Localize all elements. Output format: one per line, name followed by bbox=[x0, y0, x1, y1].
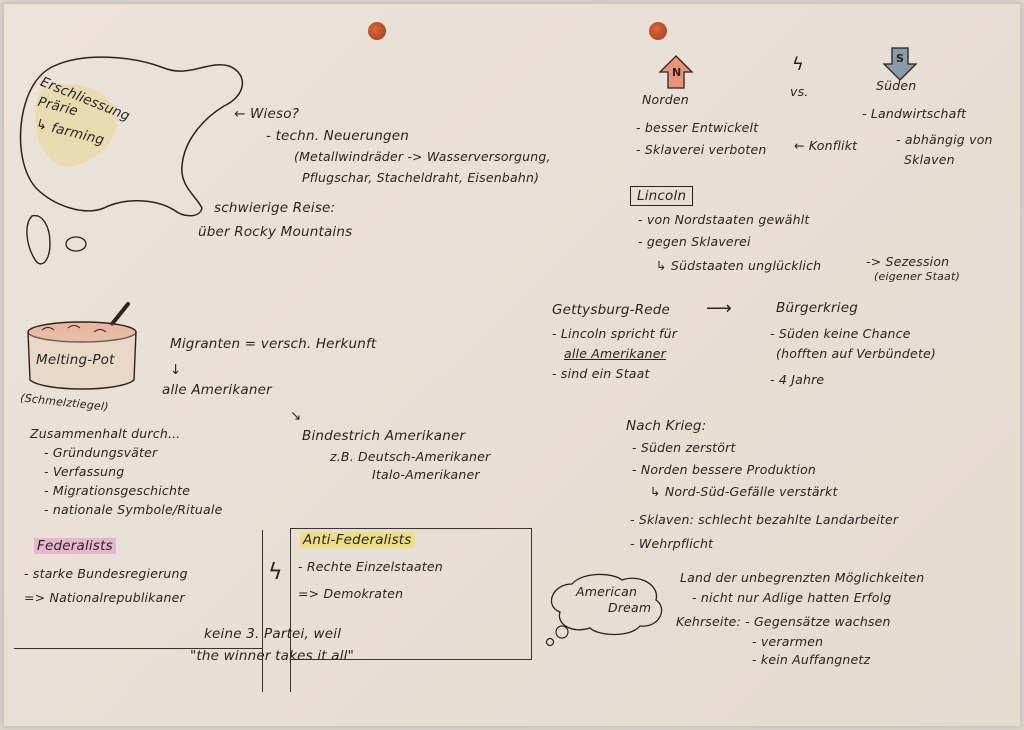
south-arrow-icon bbox=[882, 47, 918, 81]
north-arrow-icon bbox=[658, 55, 694, 89]
dream-line-2: - nicht nur Adlige hatten Erfolg bbox=[692, 590, 892, 605]
north-badge: N bbox=[672, 66, 682, 79]
nach-krieg-item-1: - Süden zerstört bbox=[632, 440, 736, 455]
dream-line-1: Land der unbegrenzten Möglichkeiten bbox=[680, 570, 925, 585]
nach-krieg-item-3: ↳ Nord-Süd-Gefälle verstärkt bbox=[650, 484, 838, 499]
nach-krieg-item-5: - Wehrpflicht bbox=[630, 536, 714, 551]
cloud-label-2: Dream bbox=[608, 600, 652, 615]
zusammenhalt-item-3: - Migrationsgeschichte bbox=[44, 483, 191, 498]
zb-line-2: Italo-Amerikaner bbox=[372, 467, 480, 482]
gettysburg-title: Gettysburg-Rede bbox=[552, 302, 671, 318]
zusammenhalt-item-1: - Gründungsväter bbox=[44, 445, 158, 460]
anti-federalists-item-1: - Rechte Einzelstaaten bbox=[298, 559, 443, 574]
vs-label: vs. bbox=[790, 84, 809, 99]
south-item-2: - abhängig von bbox=[896, 132, 993, 147]
south-badge: S bbox=[896, 52, 905, 65]
lincoln-title: Lincoln bbox=[630, 186, 694, 206]
wieso-line-1: - techn. Neuerungen bbox=[266, 128, 410, 144]
anti-federalists-title-text: Anti-Federalists bbox=[300, 532, 415, 548]
krieg-item-2: (hofften auf Verbündete) bbox=[776, 346, 937, 361]
melting-pot-label: Melting-Pot bbox=[36, 352, 115, 368]
nach-krieg-item-4: - Sklaven: schlecht bezahlte Landarbeite… bbox=[630, 512, 899, 527]
konflikt-label: ← Konflikt bbox=[794, 138, 858, 153]
wieso-line-5: über Rocky Mountains bbox=[198, 224, 353, 240]
south-item-3: Sklaven bbox=[904, 152, 955, 167]
krieg-item-1: - Süden keine Chance bbox=[770, 326, 911, 341]
usa-map-sketch bbox=[19, 56, 244, 265]
dream-cloud-icon bbox=[545, 573, 663, 647]
sezession-label: -> Sezession bbox=[866, 254, 950, 269]
arrow-down: ↓ bbox=[170, 362, 182, 378]
lightning-icon: ϟ bbox=[268, 560, 283, 585]
bolt-icon: ϟ bbox=[792, 54, 805, 75]
lincoln-item-2: - gegen Sklaverei bbox=[638, 234, 751, 249]
wieso-question: ← Wieso? bbox=[234, 106, 300, 122]
arrow-diag: ↘ bbox=[290, 408, 302, 424]
lincoln-item-3: ↳ Südstaaten unglücklich bbox=[656, 258, 822, 273]
punch-hole-right bbox=[649, 22, 667, 40]
federalists-box bbox=[14, 530, 263, 649]
federalists-title-text: Federalists bbox=[34, 538, 116, 554]
krieg-item-3: - 4 Jahre bbox=[770, 372, 825, 387]
keine-partei-line-1: keine 3. Partei, weil bbox=[204, 626, 342, 642]
federalists-item-1: - starke Bundesregierung bbox=[24, 566, 188, 581]
notebook-page: Erschliessung Prärie ↳ farming ← Wieso? … bbox=[4, 4, 1020, 726]
lincoln-item-1: - von Nordstaaten gewählt bbox=[638, 212, 810, 227]
cloud-label-1: American bbox=[576, 584, 638, 599]
gettysburg-item-3: - sind ein Staat bbox=[552, 366, 650, 381]
divider-right bbox=[290, 658, 292, 692]
bindestrich-amerikaner: Bindestrich Amerikaner bbox=[302, 428, 466, 444]
dream-line-3: Kehrseite: - Gegensätze wachsen bbox=[676, 614, 891, 629]
divider-left bbox=[262, 644, 264, 692]
dream-line-4: - verarmen bbox=[752, 634, 824, 649]
sezession-sub: (eigener Staat) bbox=[874, 270, 961, 283]
gettysburg-item-2: alle Amerikaner bbox=[564, 346, 666, 361]
anti-federalists-title: Anti-Federalists bbox=[300, 532, 415, 548]
gettysburg-item-1: - Lincoln spricht für bbox=[552, 326, 678, 341]
buergerkrieg-title: Bürgerkrieg bbox=[776, 300, 858, 316]
zb-line-1: z.B. Deutsch-Amerikaner bbox=[330, 449, 491, 464]
melting-pot-icon bbox=[27, 302, 137, 390]
federalists-title: Federalists bbox=[34, 538, 116, 554]
zusammenhalt-title: Zusammenhalt durch... bbox=[30, 426, 181, 441]
south-item-1: - Landwirtschaft bbox=[862, 106, 967, 121]
zusammenhalt-item-4: - nationale Symbole/Rituale bbox=[44, 502, 223, 517]
wieso-line-2: (Metallwindräder -> Wasserversorgung, bbox=[294, 149, 551, 164]
dream-line-5: - kein Auffangnetz bbox=[752, 652, 871, 667]
anti-federalists-item-2: => Demokraten bbox=[298, 586, 404, 601]
north-item-2: - Sklaverei verboten bbox=[636, 142, 767, 157]
migrants-text: Migranten = versch. Herkunft bbox=[170, 336, 377, 352]
punch-hole-left bbox=[368, 22, 386, 40]
norden-label: Norden bbox=[642, 92, 689, 107]
alle-amerikaner: alle Amerikaner bbox=[162, 382, 272, 398]
wieso-line-3: Pflugschar, Stacheldraht, Eisenbahn) bbox=[302, 170, 540, 185]
nach-krieg-item-2: - Norden bessere Produktion bbox=[632, 462, 817, 477]
sueden-label: Süden bbox=[876, 78, 917, 93]
wieso-line-4: schwierige Reise: bbox=[214, 200, 336, 216]
keine-partei-line-2: "the winner takes it all" bbox=[190, 648, 355, 664]
zusammenhalt-item-2: - Verfassung bbox=[44, 464, 125, 479]
nach-krieg-title: Nach Krieg: bbox=[626, 418, 707, 434]
federalists-item-2: => Nationalrepublikaner bbox=[24, 590, 185, 605]
anti-federalists-box bbox=[290, 528, 532, 660]
gettysburg-arrow: ⟶ bbox=[706, 298, 733, 319]
north-item-1: - besser Entwickelt bbox=[636, 120, 759, 135]
